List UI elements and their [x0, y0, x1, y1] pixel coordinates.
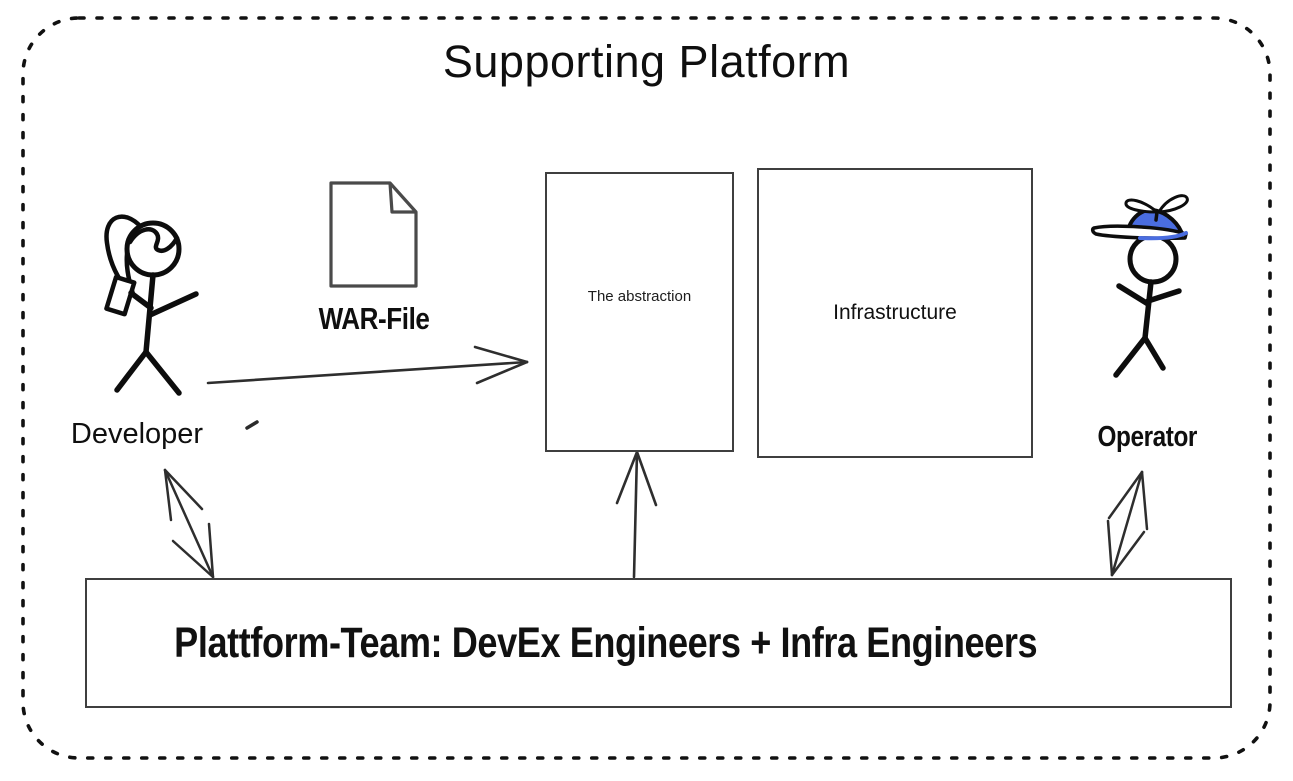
developer-stick-figure-icon: [104, 214, 199, 396]
developer-label: Developer: [70, 418, 204, 450]
operator-label: Operator: [1067, 421, 1227, 454]
operator-stick-figure-propeller-cap-icon: [1090, 194, 1189, 378]
platform-team-label: Plattform-Team: DevEx Engineers + Infra …: [174, 618, 1037, 667]
stray-pen-mark: [245, 420, 259, 430]
war-file-label: WAR-File: [304, 301, 444, 337]
platform-team-box: Plattform-Team: DevEx Engineers + Infra …: [85, 578, 1232, 708]
infrastructure-box: Infrastructure: [757, 168, 1033, 458]
infrastructure-label: Infrastructure: [833, 301, 957, 324]
document-folded-corner-icon: [329, 181, 418, 288]
arrow-operator-platform-bidirectional: [1106, 470, 1149, 577]
dotted-boundary: [21, 16, 1272, 760]
page-title: Supporting Platform: [442, 36, 851, 87]
operator-label-text: Operator: [1097, 421, 1197, 453]
war-file-label-text: WAR-File: [318, 301, 430, 336]
abstraction-label: The abstraction: [587, 287, 692, 305]
abstraction-box: The abstraction: [545, 172, 734, 452]
arrow-developer-to-abstraction: [206, 345, 529, 385]
arrow-platform-team-to-abstraction: [615, 450, 658, 579]
arrow-developer-platform-bidirectional: [163, 468, 215, 579]
